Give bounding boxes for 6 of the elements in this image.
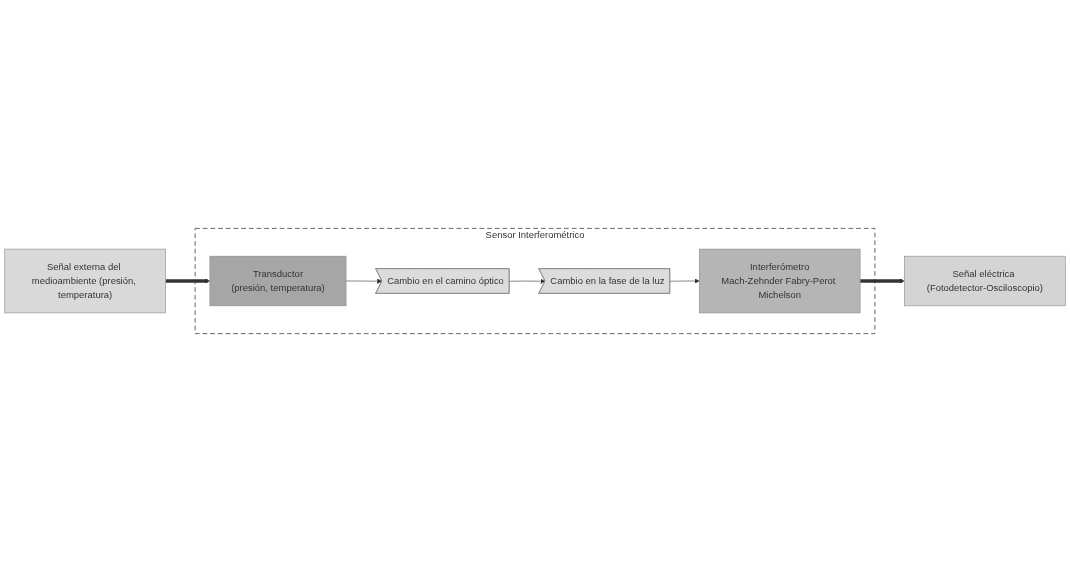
arrow (860, 278, 905, 284)
node-box: Interferómetro Mach-Zehnder Fabry-Perot Michelson (699, 248, 861, 314)
node-box: Transductor (presión, temperatura) (209, 255, 347, 307)
node-box: Señal externa del medioambiente (presión, temperatura) (4, 248, 166, 314)
node-box: Señal eléctrica (Fotodetector-Osciloscopio) (904, 255, 1066, 307)
arrow (165, 278, 211, 284)
